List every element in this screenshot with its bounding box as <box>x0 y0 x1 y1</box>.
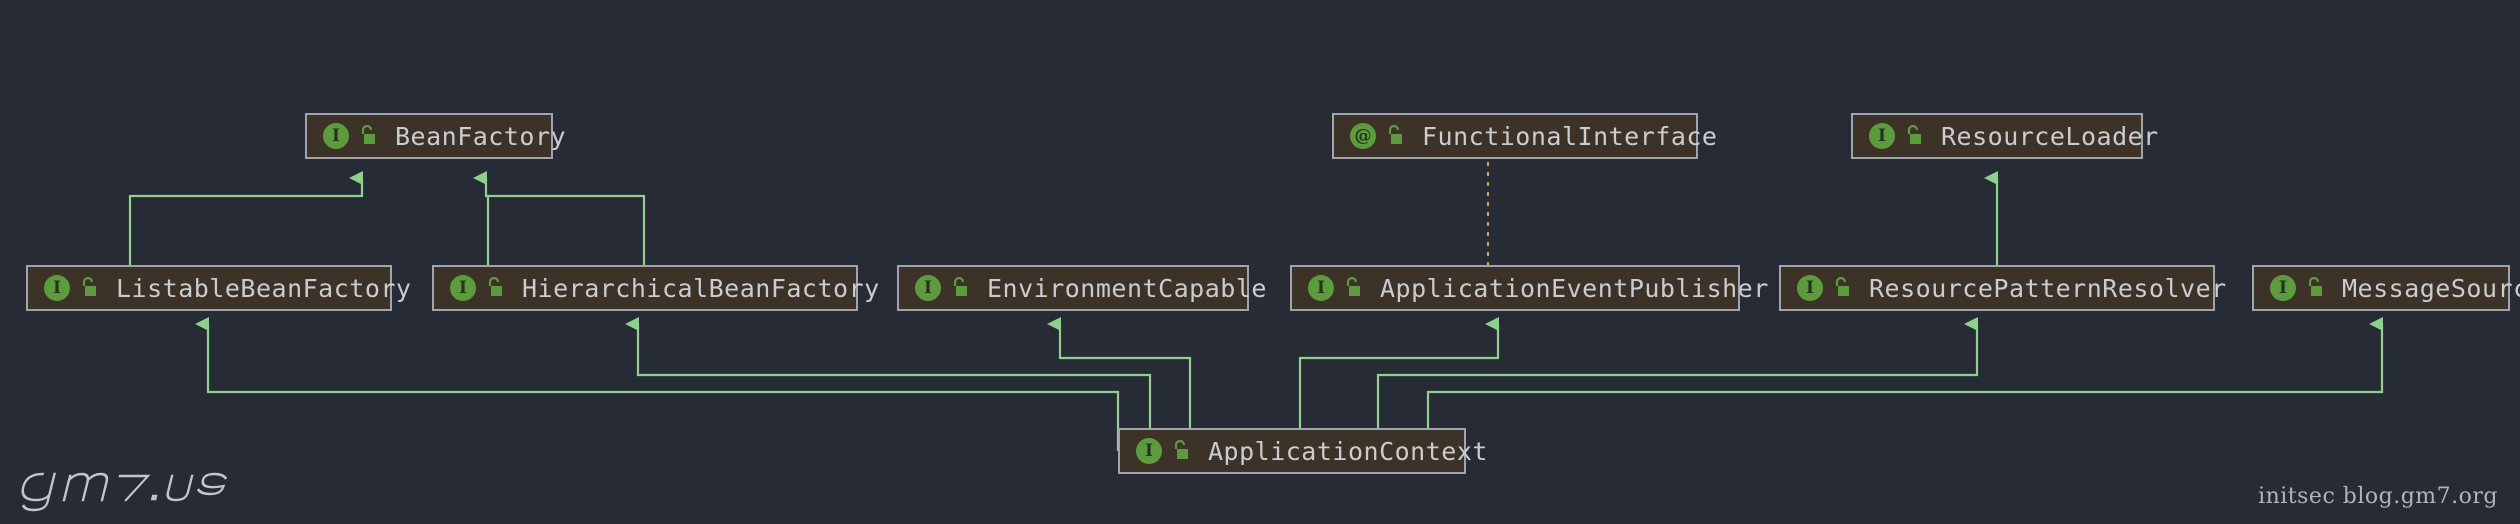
node-applicationcontext[interactable]: I ApplicationContext <box>1118 428 1487 474</box>
unlocked-padlock-icon <box>1384 124 1404 148</box>
edge-listablebeanfactory-beanfactory <box>128 171 364 265</box>
annotation-badge-icon: @ <box>1350 123 1376 149</box>
node-label: ResourceLoader <box>1941 121 2159 151</box>
node-label: HierarchicalBeanFactory <box>522 273 880 303</box>
interface-badge-icon: I <box>450 275 476 301</box>
unlocked-padlock-icon <box>2304 276 2324 300</box>
node-applicationeventpublisher[interactable]: I ApplicationEventPublisher <box>1290 265 1768 311</box>
edge-applicationcontext-resourcepatternresolver <box>1376 317 1979 451</box>
node-label: ResourcePatternResolver <box>1869 273 2227 303</box>
edge-applicationcontext-listablebeanfactory <box>195 317 1120 451</box>
node-hierarchicalbeanfactory[interactable]: I HierarchicalBeanFactory <box>432 265 879 311</box>
node-beanfactory[interactable]: I BeanFactory <box>305 113 566 159</box>
node-label: BeanFactory <box>395 121 567 151</box>
unlocked-padlock-icon <box>1170 439 1190 463</box>
node-messagesource[interactable]: I MessageSource <box>2252 265 2520 311</box>
node-resourcepatternresolver[interactable]: I ResourcePatternResolver <box>1779 265 2226 311</box>
interface-badge-icon: I <box>1308 275 1334 301</box>
interface-badge-icon: I <box>1136 438 1162 464</box>
node-listablebeanfactory[interactable]: I ListableBeanFactory <box>26 265 411 311</box>
node-label: EnvironmentCapable <box>987 273 1267 303</box>
edge-applicationcontext-hierarchicalbeanfactory <box>625 317 1152 451</box>
unlocked-padlock-icon <box>78 276 98 300</box>
edge-applicationcontext-messagesource <box>1426 317 2384 451</box>
node-label: FunctionalInterface <box>1422 121 1718 151</box>
interface-badge-icon: I <box>1797 275 1823 301</box>
edge-hierarchicalbeanfactory-beanfactory-b <box>486 194 646 265</box>
unlocked-padlock-icon <box>357 124 377 148</box>
node-label: ApplicationEventPublisher <box>1380 273 1769 303</box>
watermark-logo <box>14 452 314 514</box>
interface-badge-icon: I <box>1869 123 1895 149</box>
node-label: MessageSource <box>2342 273 2520 303</box>
node-resourceloader[interactable]: I ResourceLoader <box>1851 113 2158 159</box>
unlocked-padlock-icon <box>949 276 969 300</box>
footer-watermark-text: initsec blog.gm7.org <box>2258 484 2498 509</box>
node-functionalinterface[interactable]: @ FunctionalInterface <box>1332 113 1717 159</box>
interface-badge-icon: I <box>44 275 70 301</box>
node-label: ApplicationContext <box>1208 436 1488 466</box>
edge-hierarchicalbeanfactory-beanfactory <box>473 171 490 265</box>
interface-badge-icon: I <box>2270 275 2296 301</box>
unlocked-padlock-icon <box>1903 124 1923 148</box>
node-label: ListableBeanFactory <box>116 273 412 303</box>
node-environmentcapable[interactable]: I EnvironmentCapable <box>897 265 1266 311</box>
unlocked-padlock-icon <box>1342 276 1362 300</box>
unlocked-padlock-icon <box>1831 276 1851 300</box>
interface-badge-icon: I <box>323 123 349 149</box>
unlocked-padlock-icon <box>484 276 504 300</box>
interface-badge-icon: I <box>915 275 941 301</box>
